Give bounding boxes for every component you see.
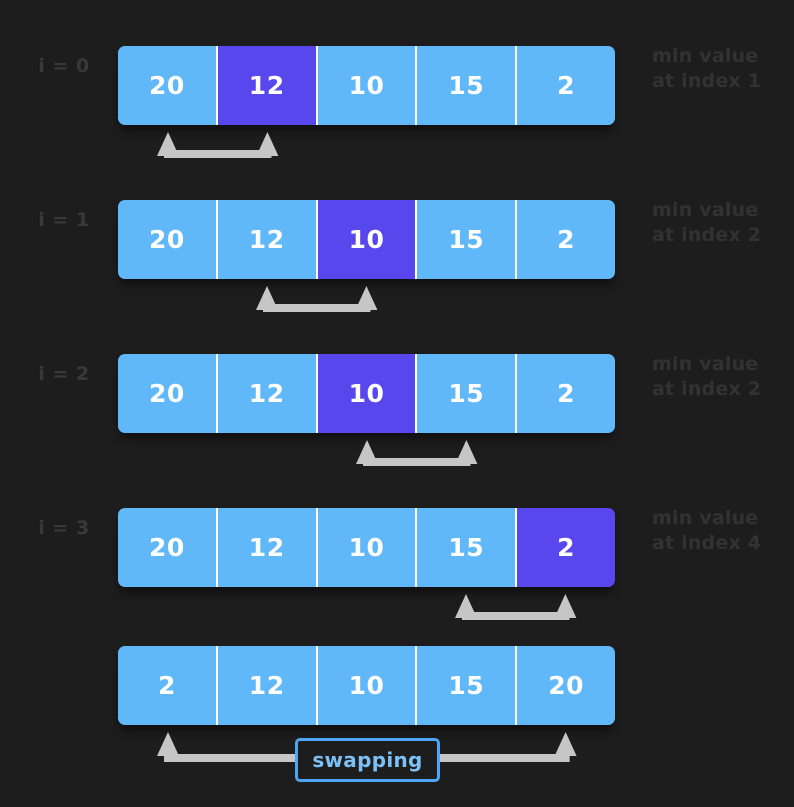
array-cell: 10 [317, 200, 418, 279]
array-cell-value: 10 [348, 379, 385, 408]
array-strip: 20 12 10 15 2 [118, 46, 615, 125]
array-cell: 15 [417, 354, 518, 433]
pass-row: i = 1 20 12 10 15 2 min value at index 2 [0, 174, 794, 326]
array-cell: 12 [217, 354, 318, 433]
array-cell-value: 12 [248, 71, 285, 100]
array-cell-value: 12 [248, 225, 285, 254]
step-index-label: i = 2 [38, 363, 90, 385]
pass-row: i = 2 20 12 10 15 2 min value at index 2 [0, 328, 794, 480]
min-value-note-line: min value [652, 199, 759, 221]
array-cell-value: 15 [448, 671, 485, 700]
array-cell-value: 10 [348, 671, 385, 700]
array-cell-value: 2 [557, 225, 576, 254]
step-index-label: i = 0 [38, 55, 90, 77]
min-value-note-line: min value [652, 353, 759, 375]
array-cell: 2 [118, 646, 218, 725]
array-cell-value: 10 [348, 533, 385, 562]
swapping-label: swapping [312, 748, 423, 772]
min-value-note-line: min value [652, 45, 759, 67]
array-cell: 15 [417, 200, 518, 279]
min-value-note-line: min value [652, 507, 759, 529]
swapping-badge: swapping [295, 738, 440, 782]
swap-indicator-arrow [337, 434, 496, 480]
array-strip: 20 12 10 15 2 [118, 508, 615, 587]
array-cell: 15 [417, 646, 518, 725]
array-cell: 2 [517, 508, 615, 587]
array-cell-value: 20 [149, 225, 185, 254]
pass-row: i = 0 20 12 10 15 2 min value at index 1 [0, 20, 794, 172]
min-value-note-line: at index 2 [652, 224, 762, 246]
array-cell-value: 10 [348, 225, 385, 254]
min-value-note: min value at index 2 [652, 198, 792, 248]
min-value-note-line: at index 4 [652, 532, 762, 554]
array-cell-value: 12 [248, 533, 285, 562]
step-index-label: i = 3 [38, 517, 90, 539]
array-cell-value: 20 [149, 71, 185, 100]
min-value-note: min value at index 2 [652, 352, 792, 402]
array-cell-value: 15 [448, 533, 485, 562]
array-cell-value: 15 [448, 379, 485, 408]
array-cell-value: 2 [557, 379, 576, 408]
array-cell-value: 20 [149, 379, 185, 408]
array-cell: 20 [118, 200, 218, 279]
array-cell: 10 [317, 354, 418, 433]
min-value-note-line: at index 2 [652, 378, 762, 400]
swap-indicator-arrow [237, 280, 396, 326]
array-cell: 20 [118, 508, 218, 587]
array-strip: 20 12 10 15 2 [118, 200, 615, 279]
array-cell: 2 [517, 46, 615, 125]
result-array: 2 12 10 15 20 [118, 646, 615, 725]
pass-row: i = 3 20 12 10 15 2 min value at index 4 [0, 482, 794, 634]
array-strip: 20 12 10 15 2 [118, 354, 615, 433]
array-cell-value: 12 [248, 671, 285, 700]
array-cell-value: 15 [448, 225, 485, 254]
array-cell: 10 [317, 508, 418, 587]
array-cell: 10 [317, 646, 418, 725]
array-cell: 12 [217, 200, 318, 279]
array-cell: 15 [417, 508, 518, 587]
array-cell: 12 [217, 508, 318, 587]
array-cell-value: 20 [548, 671, 584, 700]
array-cell: 2 [517, 354, 615, 433]
array-cell: 20 [517, 646, 615, 725]
array-cell: 2 [517, 200, 615, 279]
array-cell: 20 [118, 46, 218, 125]
min-value-note: min value at index 4 [652, 506, 792, 556]
swap-indicator-arrow [138, 126, 297, 172]
array-cell-value: 10 [348, 71, 385, 100]
array-cell-value: 15 [448, 71, 485, 100]
array-cell: 10 [317, 46, 418, 125]
array-cell: 15 [417, 46, 518, 125]
min-value-note: min value at index 1 [652, 44, 792, 94]
array-cell-value: 20 [149, 533, 185, 562]
min-value-note-line: at index 1 [652, 70, 762, 92]
array-cell: 12 [217, 646, 318, 725]
array-cell-value: 2 [557, 71, 576, 100]
step-index-label: i = 1 [38, 209, 90, 231]
array-cell-value: 2 [557, 533, 576, 562]
array-cell-value: 2 [157, 671, 176, 700]
array-cell: 12 [217, 46, 318, 125]
array-cell-value: 12 [248, 379, 285, 408]
array-cell: 20 [118, 354, 218, 433]
